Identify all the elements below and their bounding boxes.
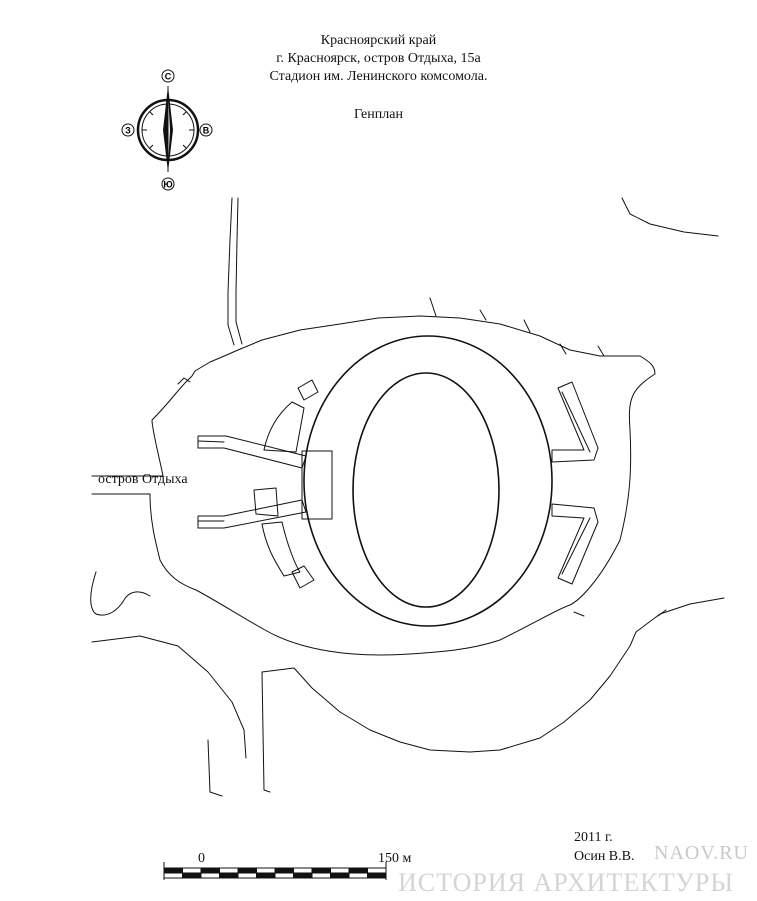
- credits-year: 2011 г.: [574, 830, 613, 845]
- bank-northeast: [621, 197, 719, 237]
- header-object: Стадион им. Ленинского комсомола.: [269, 69, 488, 84]
- entrance-block: [301, 450, 333, 520]
- compass-east: В: [203, 126, 210, 136]
- building-4: [261, 521, 301, 577]
- scale-bar: [163, 862, 387, 880]
- watermark-title: ИСТОРИЯ АРХИТЕКТУРЫ: [398, 868, 734, 897]
- compass-south: Ю: [163, 180, 172, 190]
- gallery-southeast: [551, 503, 599, 585]
- label-island: остров Отдыха: [98, 472, 188, 487]
- gallery-northwest: [197, 435, 307, 469]
- building-2: [263, 401, 305, 453]
- compass-icon: С Ю З В: [121, 69, 213, 191]
- stadium-field: [352, 372, 500, 608]
- header-sheet: Генплан: [354, 107, 403, 122]
- bank-southcenter: [261, 597, 725, 753]
- building-3: [253, 487, 279, 517]
- credits-author: Осин В.В.: [574, 849, 635, 864]
- island-shore-southwest: [90, 571, 151, 616]
- compass-north: С: [165, 72, 172, 82]
- gallery-southwest: [197, 499, 307, 529]
- scale-label-start: 0: [198, 851, 205, 866]
- header-region: Красноярский край: [320, 33, 437, 48]
- watermark-site: NAOV.RU: [654, 842, 749, 864]
- bank-south: [91, 635, 247, 759]
- building-5: [291, 565, 315, 589]
- road-north: [227, 197, 235, 346]
- building-1: [297, 379, 319, 401]
- gallery-northeast: [551, 381, 599, 463]
- island-shore-west: [91, 315, 656, 656]
- header-address: г. Красноярск, остров Отдыха, 15а: [276, 51, 481, 66]
- stadium-outer-bowl: [303, 335, 553, 627]
- compass-west: З: [125, 126, 131, 136]
